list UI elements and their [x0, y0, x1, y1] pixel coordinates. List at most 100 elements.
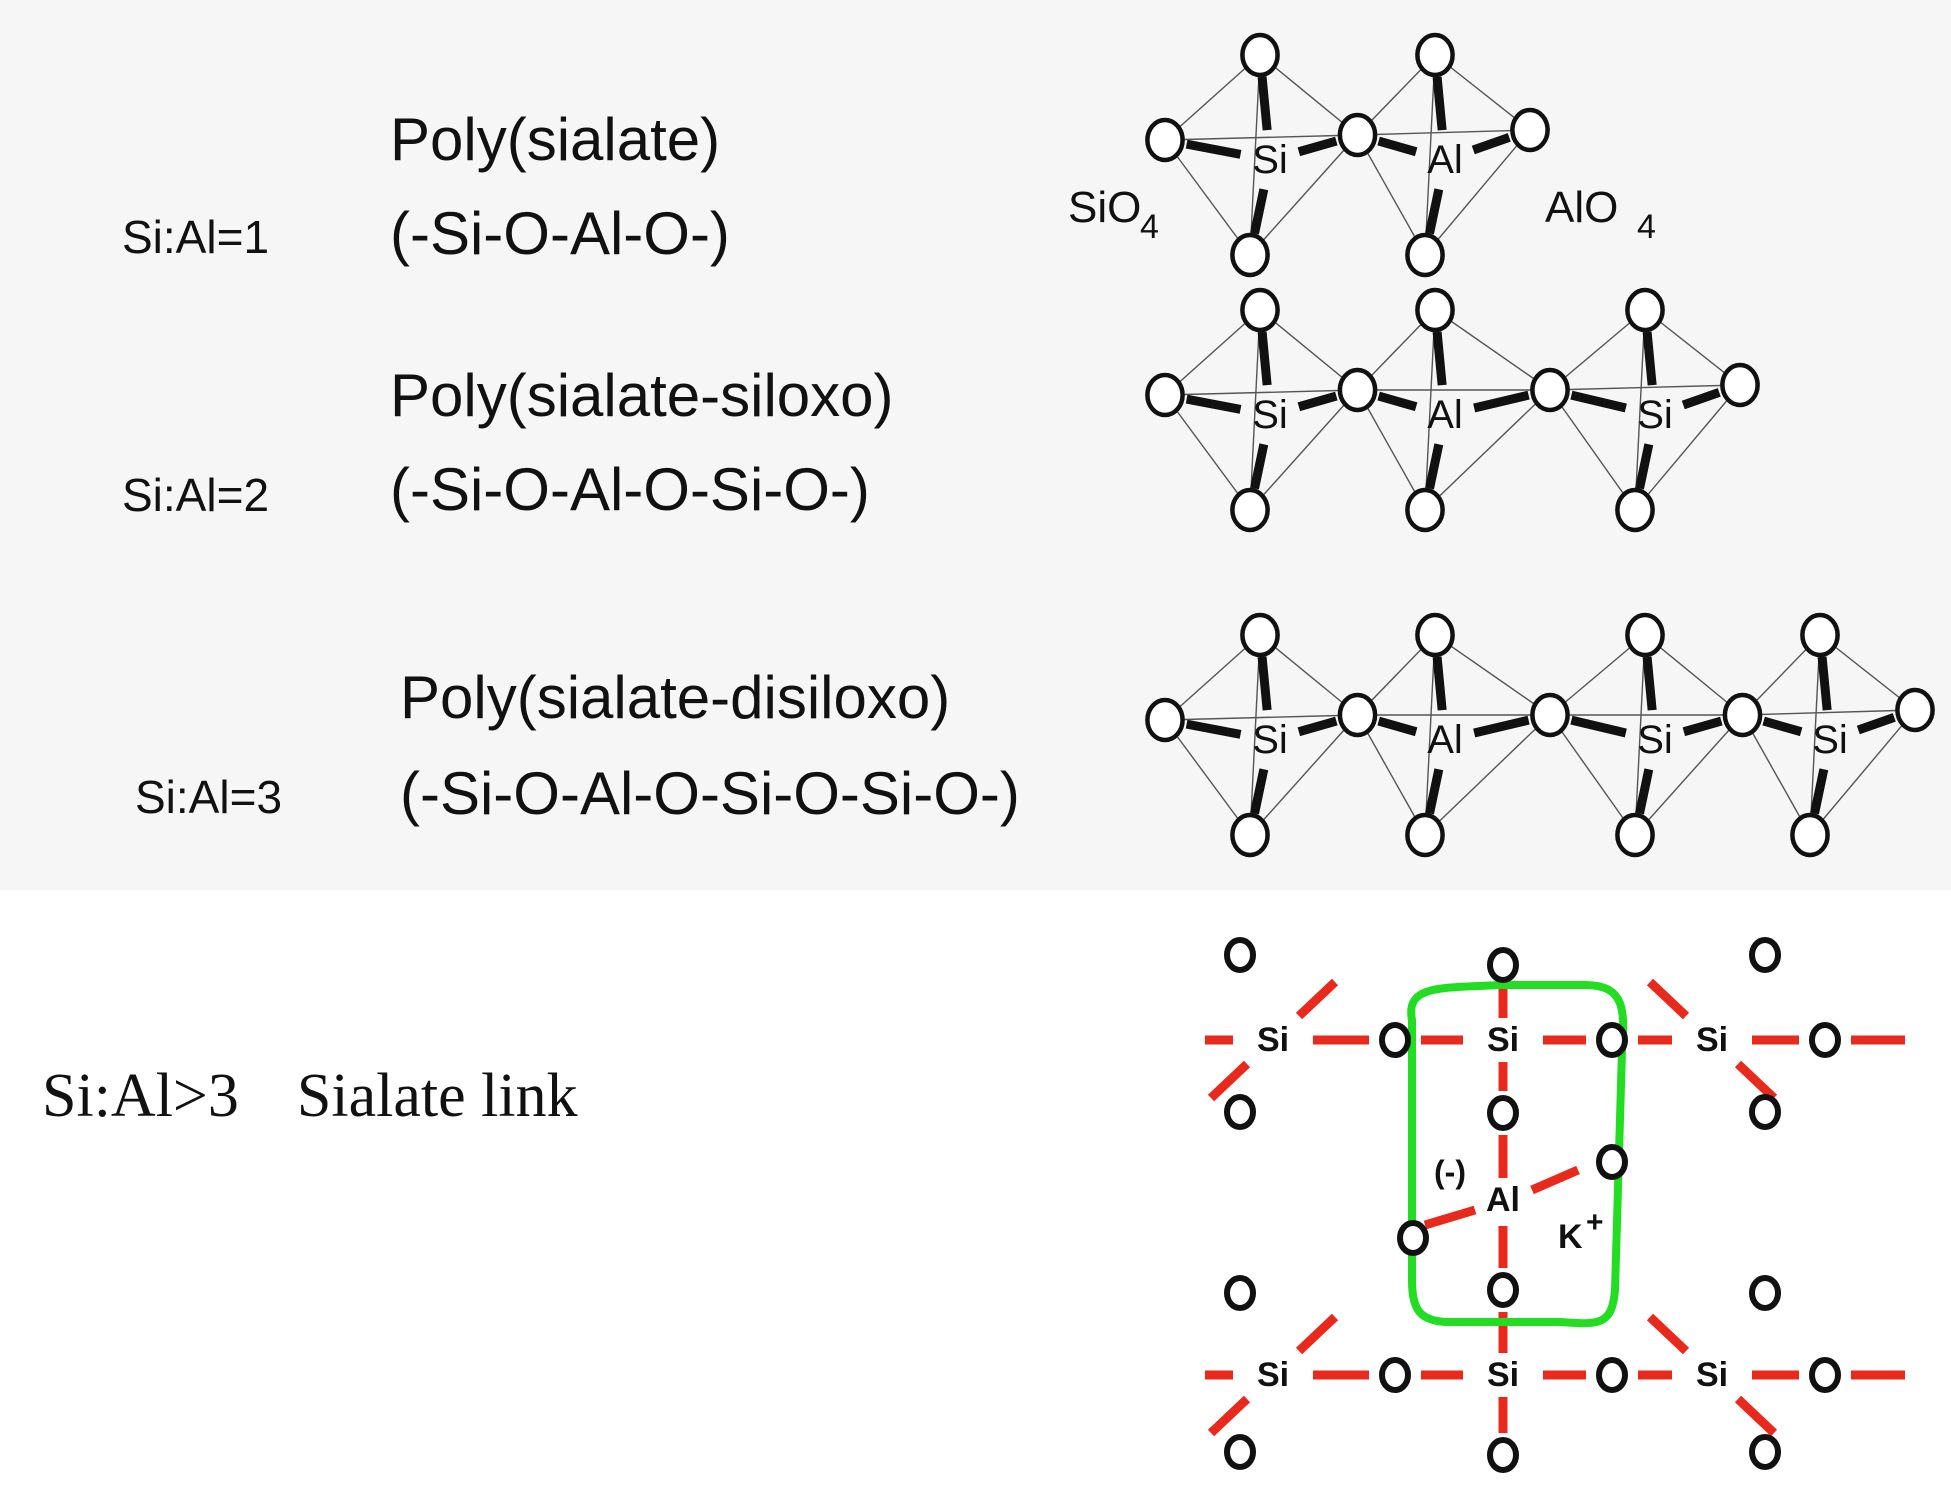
alo4-subscript: 4 — [1637, 208, 1656, 246]
network-oxygen-atom — [1224, 1275, 1256, 1311]
row3-tet3-bond-right — [1682, 716, 1723, 737]
row3-tet1-edge-3 — [1249, 714, 1359, 836]
row1-tet2-edge-2 — [1356, 134, 1426, 256]
row1-si-atom: Si — [1252, 138, 1288, 182]
row2-tet2-bond-right — [1473, 390, 1530, 413]
network-oxygen-atom — [1379, 1357, 1411, 1393]
row3-oxygen-atom — [1145, 697, 1185, 743]
ratio-label-4: Si:Al>3 Sialate link — [42, 1065, 578, 1127]
sio4-subscript: 4 — [1140, 208, 1159, 246]
row3-si-atom: Si — [1812, 718, 1848, 762]
ratio-label-1: Si:Al=1 — [122, 211, 270, 263]
row1-tet1-edge-6 — [1164, 134, 1358, 141]
row3-tet1-edge-1 — [1164, 634, 1261, 721]
row3-oxygen-atom — [1722, 692, 1763, 738]
row1-oxygen-atom — [1405, 232, 1445, 278]
row3-tet2-edge-5 — [1424, 634, 1436, 836]
row2-si-atom: Si — [1637, 393, 1673, 437]
ratio-label-4-text: Si:Al>3 — [42, 1062, 239, 1130]
row3-tet4-bond-bot — [1810, 768, 1829, 815]
row3-tet3-edge-2 — [1549, 714, 1636, 836]
row3-tet3-bond-left — [1570, 715, 1627, 738]
network-oxygen-atom — [1749, 1275, 1781, 1311]
sialate-link-label: Sialate link — [296, 1062, 578, 1130]
network-al-bond-left — [1423, 1205, 1477, 1230]
network-si-diagonal-bond — [1295, 1313, 1339, 1355]
row2-oxygen-atom — [1337, 367, 1378, 413]
row3-tet2-bond-right — [1473, 715, 1530, 738]
row1-tet2-edge-5 — [1424, 54, 1436, 256]
network-lower-label-gap — [1672, 1353, 1752, 1397]
network-si-atom: Si — [1487, 1356, 1519, 1394]
row2-tet1-edge-2 — [1164, 394, 1251, 511]
row1-tet2-edge-3 — [1424, 129, 1531, 256]
row3-oxygen-atom — [1790, 812, 1830, 858]
row3-oxygen-atom — [1415, 612, 1455, 658]
row2-oxygen-atom — [1415, 287, 1455, 333]
row2-oxygen-atom — [1615, 487, 1655, 533]
network-si-atom: Si — [1257, 1356, 1289, 1394]
network-negative-charge-label: (-) — [1434, 1154, 1466, 1190]
row1-oxygen-atom — [1145, 117, 1185, 163]
row3-tet1-edge-5 — [1249, 634, 1261, 836]
polymer-name-1: Poly(sialate) — [390, 106, 721, 173]
network-si-atom: Si — [1696, 1021, 1728, 1059]
network-si-diagonal-bond — [1295, 978, 1339, 1020]
row2-tet2-bond-bot — [1425, 443, 1444, 490]
row3-oxygen-atom — [1240, 612, 1280, 658]
row3-oxygen-atom — [1230, 812, 1270, 858]
network-oxygen-atom — [1487, 947, 1519, 983]
network-lower-label-gap — [1233, 1353, 1313, 1397]
row2-tet1-edge-6 — [1164, 389, 1358, 396]
polymer-formula-1: (-Si-O-Al-O-) — [390, 200, 730, 267]
network-upper-label-gap — [1672, 1018, 1752, 1062]
network-upper-label-gap — [1233, 1018, 1313, 1062]
row2-tet3-edge-3 — [1634, 384, 1741, 511]
row3-al-atom: Al — [1427, 718, 1463, 762]
row2-si-atom: Si — [1252, 393, 1288, 437]
row2-oxygen-atom — [1240, 287, 1280, 333]
row3-tet4-edge-5 — [1809, 634, 1821, 836]
row1-tet2-edge-6 — [1357, 129, 1531, 136]
row3-oxygen-atom — [1337, 692, 1378, 738]
ratio-label-2: Si:Al=2 — [122, 469, 270, 521]
row3-tet1-bond-top — [1257, 656, 1272, 711]
row2-tet3-edge-2 — [1549, 389, 1636, 511]
row1-tet1-edge-3 — [1249, 134, 1359, 256]
row2-tet3-edge-6 — [1549, 384, 1741, 391]
row2-tet2-edge-2 — [1356, 389, 1426, 511]
row3-oxygen-atom — [1895, 687, 1935, 733]
row2-tet1-bond-bot — [1250, 443, 1269, 490]
row2-oxygen-atom — [1720, 362, 1760, 408]
row2-tet3-edge-5 — [1634, 309, 1646, 511]
row1-tet2-bond-left — [1377, 136, 1418, 157]
polymer-formula-2: (-Si-O-Al-O-Si-O-) — [390, 456, 870, 523]
alo4-label: AlO — [1545, 183, 1618, 232]
network-si-diagonal-bond — [1734, 1395, 1778, 1437]
row1-tet1-edge-2 — [1164, 139, 1251, 256]
row2-tet2-edge-5 — [1424, 309, 1436, 511]
row2-al-atom: Al — [1427, 393, 1463, 437]
row3-tet4-bond-left — [1762, 716, 1803, 737]
row1-tet1-edge-1 — [1164, 54, 1261, 141]
row2-tet1-bond-left — [1185, 394, 1242, 414]
row1-oxygen-atom — [1240, 32, 1280, 78]
network-si-diagonal-bond — [1646, 1313, 1690, 1355]
network-si-atom: Si — [1487, 1021, 1519, 1059]
row3-tet2-bond-bot — [1425, 768, 1444, 815]
row1-tet1-edge-4 — [1259, 54, 1358, 136]
network-oxygen-atom — [1487, 1437, 1519, 1473]
network-oxygen-atom — [1749, 1094, 1781, 1130]
network-si-atom: Si — [1696, 1356, 1728, 1394]
row1-oxygen-atom — [1230, 232, 1270, 278]
row3-tet3-edge-5 — [1634, 634, 1646, 836]
row2-oxygen-atom — [1230, 487, 1270, 533]
row2-oxygen-atom — [1625, 287, 1665, 333]
row2-tet3-bond-left — [1570, 390, 1627, 413]
row3-oxygen-atom — [1405, 812, 1445, 858]
polymer-name-3: Poly(sialate-disiloxo) — [400, 664, 951, 731]
row2-tet1-edge-1 — [1164, 309, 1261, 396]
row2-tet3-bond-bot — [1635, 443, 1654, 490]
row3-tet2-edge-3 — [1424, 714, 1551, 836]
